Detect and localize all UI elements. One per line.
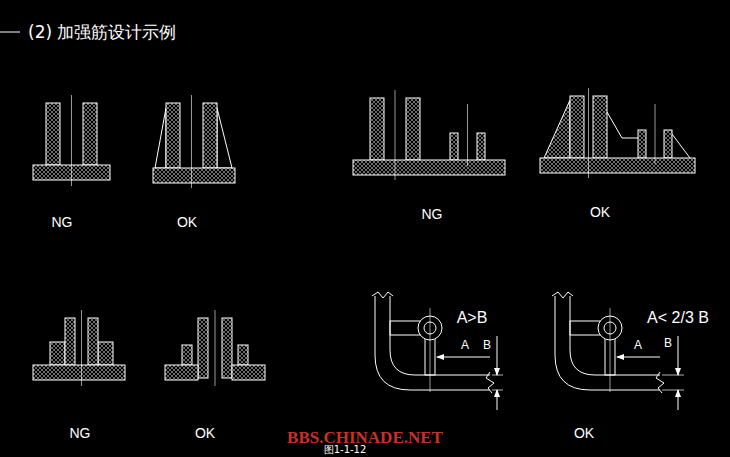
dimension-rule: A< 2/3 B	[647, 310, 709, 326]
stepped-boss-ng	[33, 318, 125, 380]
verdict-label: OK	[195, 426, 215, 440]
verdict-label: OK	[177, 215, 197, 229]
watermark: BBS.CHINADE.NET	[287, 429, 443, 446]
dimension-label: A	[461, 339, 469, 351]
verdict-label: OK	[574, 426, 594, 440]
dimension-label: B	[483, 339, 491, 351]
dimension-label: B	[664, 337, 672, 349]
dimension-rule: A>B	[457, 310, 488, 326]
section-title: (2) 加强筋设计示例	[28, 24, 176, 41]
verdict-label: NG	[52, 215, 73, 229]
center-lines	[72, 88, 656, 386]
two-boss-section-ok	[540, 96, 695, 173]
two-boss-section-ng	[353, 98, 505, 175]
verdict-label: OK	[590, 205, 610, 219]
verdict-label: NG	[70, 426, 91, 440]
verdict-label: NG	[422, 207, 443, 221]
corner-rib-ng	[372, 292, 503, 410]
boss-section-ok	[153, 103, 235, 183]
figure-caption: 图1-1-12	[324, 445, 367, 455]
title-rule	[0, 32, 20, 33]
dimension-label: A	[634, 339, 642, 351]
